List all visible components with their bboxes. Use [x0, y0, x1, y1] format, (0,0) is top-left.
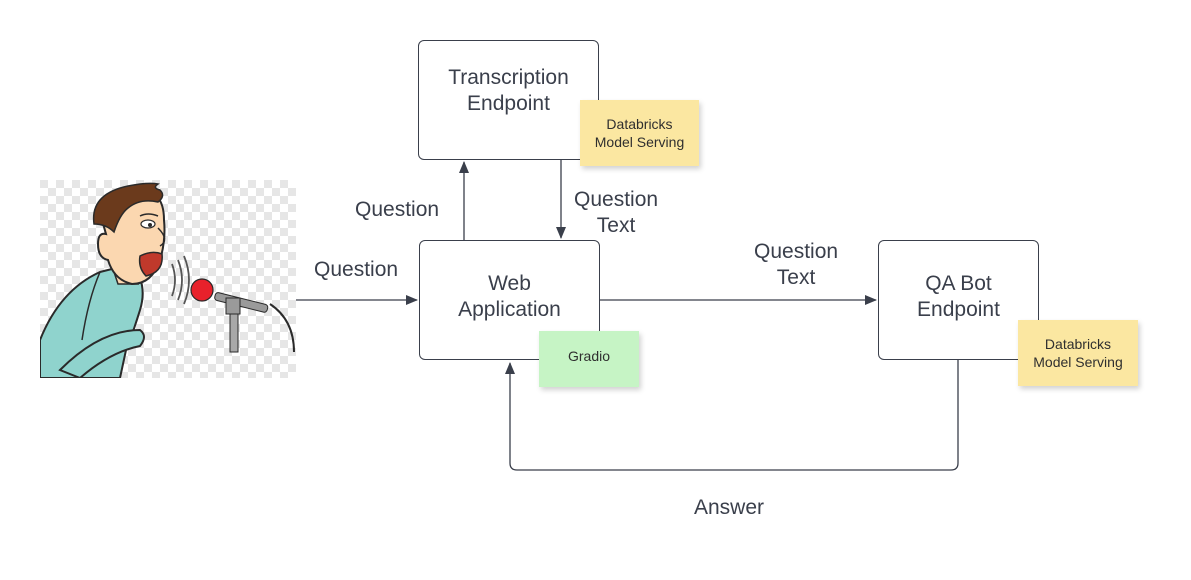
- edge-qabot-to-webapp: [505, 360, 959, 471]
- speaker-illustration: [39, 180, 296, 380]
- qa-bot-endpoint-line2: Endpoint: [917, 298, 1000, 321]
- transcription-endpoint-line2: Endpoint: [467, 92, 550, 115]
- transcription-endpoint-node: Transcription Endpoint: [418, 40, 599, 160]
- web-application-line1: Web: [488, 272, 531, 295]
- sticky-line2: Model Serving: [594, 134, 685, 150]
- transcription-endpoint-line1: Transcription: [448, 66, 569, 89]
- person-with-microphone-icon: [39, 180, 296, 380]
- edge-label-transcription-question-text: Question Text: [574, 187, 658, 239]
- qa-bot-endpoint-node: QA Bot Endpoint: [878, 240, 1039, 360]
- sticky-line2: Model Serving: [1033, 354, 1123, 370]
- qa-bot-endpoint-line1: QA Bot: [925, 272, 992, 295]
- gradio-label: Gradio: [567, 348, 611, 364]
- edge-label-line1: Question: [574, 188, 659, 211]
- databricks-model-serving-note-qabot: Databricks Model Serving: [1018, 320, 1138, 386]
- edge-label-line2: Text: [776, 266, 816, 289]
- web-application-line2: Application: [458, 298, 561, 321]
- databricks-model-serving-note-transcription: Databricks Model Serving: [580, 100, 699, 166]
- edge-label-speaker-question: Question: [314, 258, 399, 281]
- sticky-line1: Databricks: [606, 116, 673, 132]
- sticky-line1: Databricks: [1044, 336, 1112, 352]
- edge-label-line2: Text: [596, 214, 636, 237]
- edge-label-answer: Answer: [694, 496, 765, 519]
- edge-label-line1: Question: [754, 240, 839, 263]
- edge-label-webapp-to-transcription: Question: [355, 198, 440, 221]
- gradio-note: Gradio: [539, 331, 639, 387]
- edge-label-webapp-to-qabot: Question Text: [754, 239, 838, 291]
